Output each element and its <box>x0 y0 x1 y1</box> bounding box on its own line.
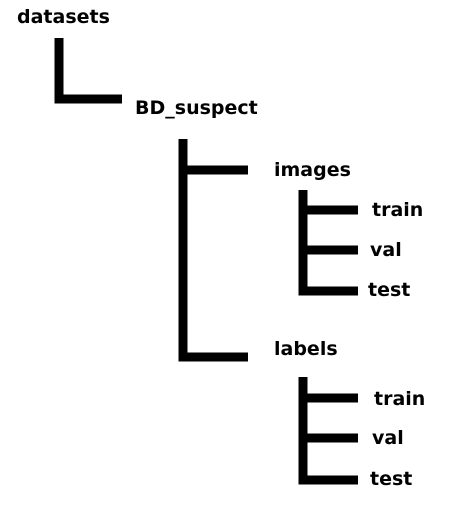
node-labels-train: train <box>374 388 426 410</box>
node-images-train: train <box>372 199 424 221</box>
connector-images-trunk <box>298 190 358 296</box>
node-labels: labels <box>274 338 338 360</box>
connector-bd-suspect-trunk <box>178 139 248 362</box>
node-images: images <box>274 159 351 181</box>
node-images-test: test <box>368 279 411 301</box>
node-images-val: val <box>370 239 402 261</box>
node-datasets: datasets <box>17 6 110 28</box>
node-labels-val: val <box>372 427 404 449</box>
node-labels-test: test <box>370 468 413 490</box>
node-bd-suspect: BD_suspect <box>135 97 258 119</box>
connector-labels-trunk <box>298 377 358 485</box>
connector-datasets-to-bd-suspect <box>54 38 122 104</box>
